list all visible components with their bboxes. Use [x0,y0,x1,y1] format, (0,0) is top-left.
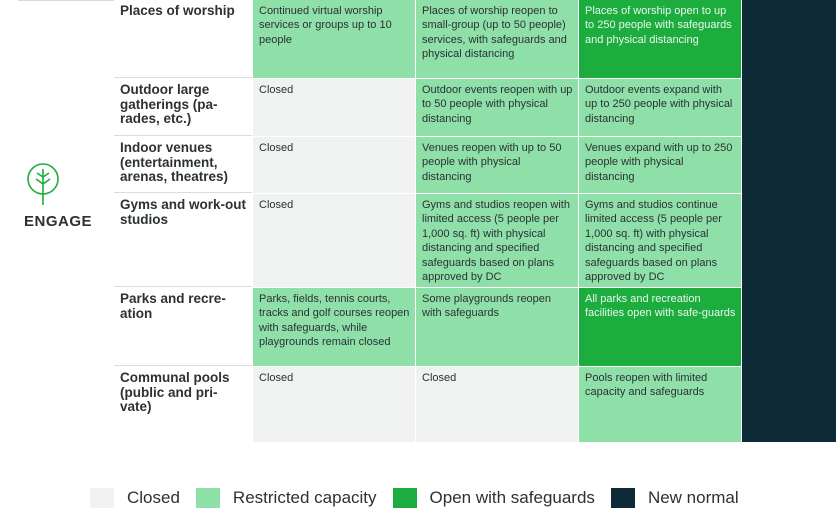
phase1-cell: Closed [253,367,415,442]
phase1-cell: Closed [253,79,415,136]
row-category: Indoor venues (entertainment, arenas, th… [114,137,252,193]
row-category: Communal pools (public and pri-vate) [114,367,252,442]
new-normal-cell [742,137,836,194]
new-normal-cell [742,79,836,137]
restricted-swatch [195,488,220,508]
phase2-cell: Some playgrounds reopen with safeguards [416,288,578,366]
phase1-cell: Continued virtual worship services or gr… [253,0,415,78]
new-normal-cell [742,194,836,288]
table-row: Indoor venues (entertainment, arenas, th… [114,137,836,194]
phase1-cell: Parks, fields, tennis courts, tracks and… [253,288,415,366]
new-normal-swatch [610,488,635,508]
phase3-cell: All parks and recreation facilities open… [579,288,741,366]
legend-item-open: Open with safeguards [392,488,595,508]
tree-icon [27,163,59,205]
new-normal-cell [742,367,836,442]
legend-item-restricted: Restricted capacity [195,488,377,508]
phase2-cell: Closed [416,367,578,442]
phase3-cell: Places of worship open to up to 250 peop… [579,0,741,78]
legend: Closed Restricted capacity Open with saf… [90,485,755,511]
phase3-cell: Pools reopen with limited capacity and s… [579,367,741,442]
legend-item-new-normal: New normal [610,488,739,508]
table-row: Places of worship Continued virtual wors… [114,0,836,79]
legend-label: Closed [127,488,180,507]
table-row: Outdoor large gatherings (pa-rades, etc.… [114,79,836,137]
phase1-cell: Closed [253,137,415,193]
open-swatch [392,488,417,508]
phase1-cell: Closed [253,194,415,287]
row-category: Outdoor large gatherings (pa-rades, etc.… [114,79,252,136]
table-row: Gyms and work-out studios Closed Gyms an… [114,194,836,288]
legend-label: New normal [647,488,739,507]
table-row: Parks and recre-ation Parks, fields, ten… [114,288,836,367]
legend-label: Restricted capacity [232,488,377,507]
engage-label: ENGAGE [24,213,93,230]
phase2-cell: Venues reopen with up to 50 people with … [416,137,578,193]
table-row: Communal pools (public and pri-vate) Clo… [114,367,836,442]
new-normal-cell [742,288,836,367]
legend-label: Open with safeguards [429,488,595,507]
legend-item-closed: Closed [90,488,180,508]
phase3-cell: Venues expand with up to 250 people with… [579,137,741,193]
phase3-cell: Gyms and studios continue limited access… [579,194,741,287]
phase2-cell: Outdoor events reopen with up to 50 peop… [416,79,578,136]
top-divider [18,0,114,1]
row-category: Gyms and work-out studios [114,194,252,287]
phase2-cell: Places of worship reopen to small-group … [416,0,578,78]
phase3-cell: Outdoor events expand with up to 250 peo… [579,79,741,136]
new-normal-cell [742,0,836,79]
row-category: Places of worship [114,0,252,78]
closed-swatch [90,488,114,508]
row-category: Parks and recre-ation [114,288,252,366]
phase2-cell: Gyms and studios reopen with limited acc… [416,194,578,287]
engage-sidebar: ENGAGE [0,0,114,445]
